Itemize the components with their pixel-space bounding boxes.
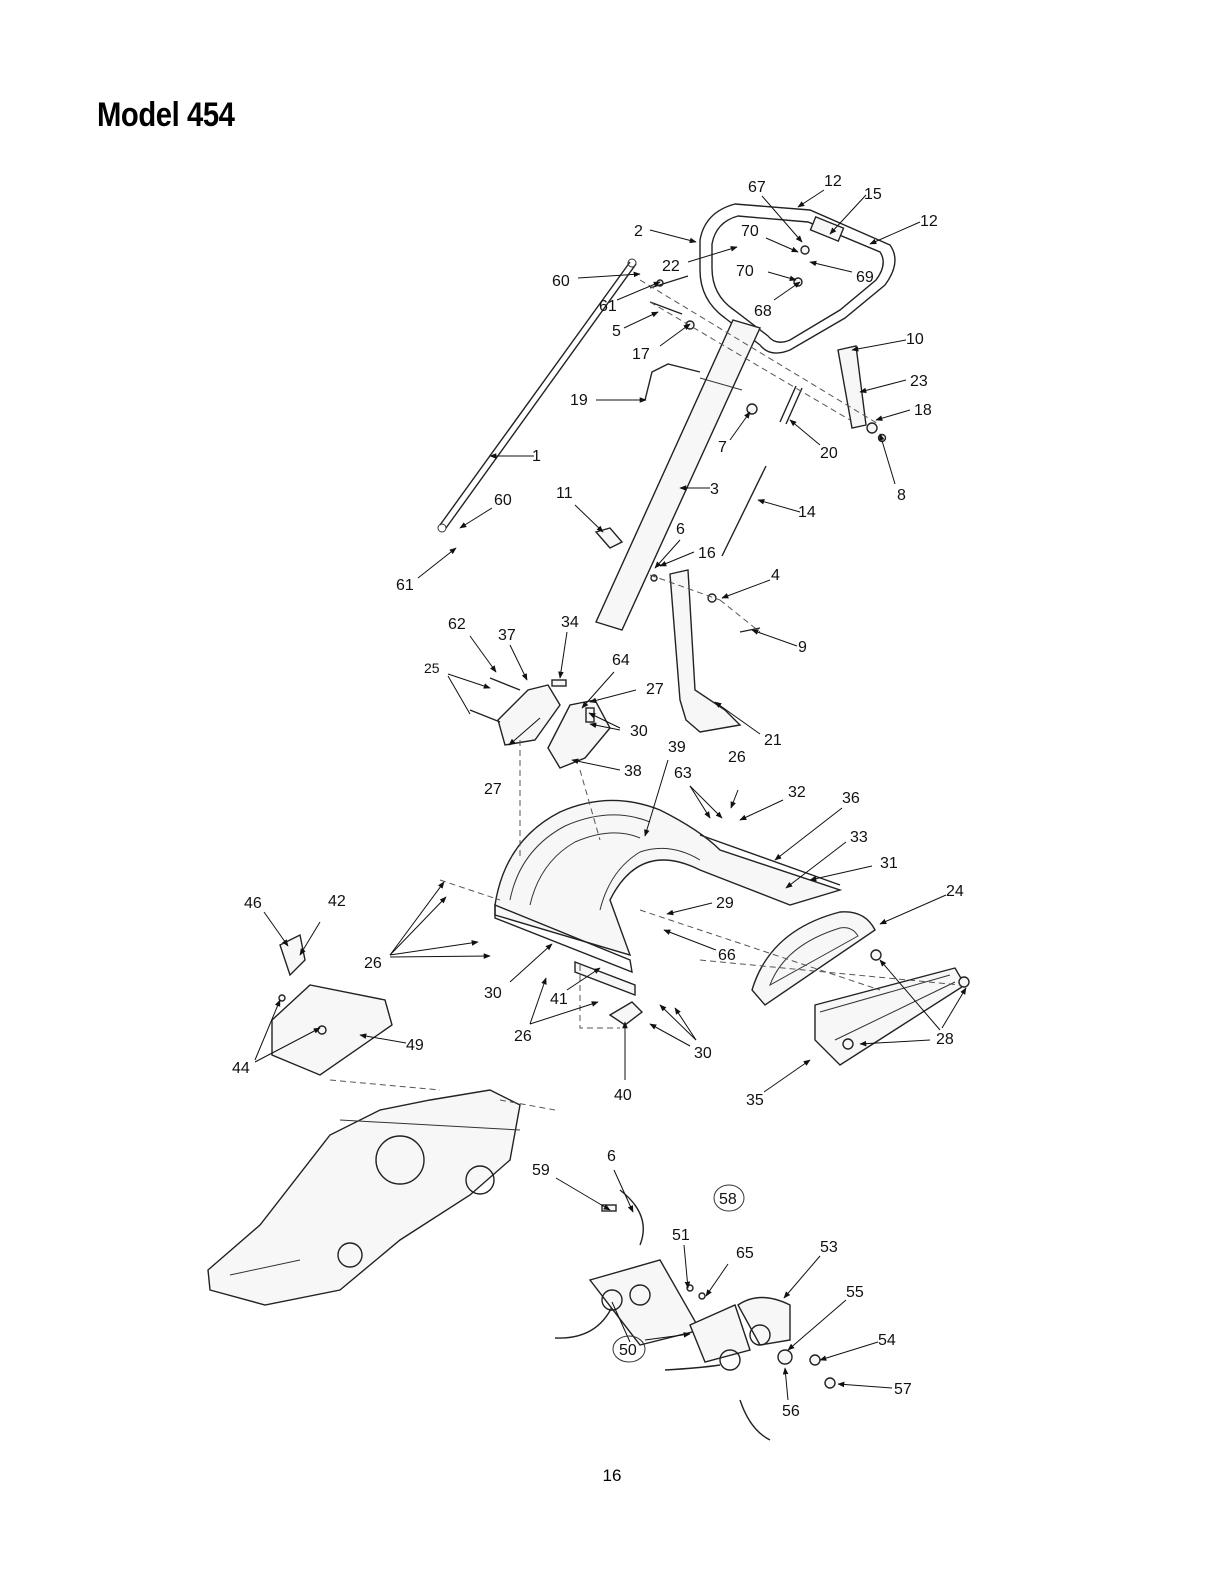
callout-6-lower: 6 (607, 1148, 616, 1165)
callout-40: 40 (614, 1087, 632, 1104)
callout-15: 15 (864, 186, 882, 203)
callout-58-circle (713, 1184, 745, 1212)
callout-34: 34 (561, 614, 579, 631)
callout-25: 25 (424, 660, 440, 676)
callout-19: 19 (570, 392, 588, 409)
callout-3: 3 (710, 481, 719, 498)
callout-60-upper: 60 (552, 273, 570, 290)
leader-lines (254, 189, 967, 1401)
callout-29: 29 (716, 895, 734, 912)
depth-bar-drawing (669, 569, 742, 733)
callout-20: 20 (820, 445, 838, 462)
callout-62: 62 (448, 616, 466, 633)
callout-56: 56 (782, 1403, 800, 1420)
callout-50: 50 (619, 1342, 637, 1359)
callout-11: 11 (556, 485, 573, 502)
callout-70-lower: 70 (736, 263, 754, 280)
callout-18: 18 (914, 402, 932, 419)
callout-49: 49 (406, 1037, 424, 1054)
callout-31: 31 (880, 855, 898, 872)
alignment-lines (329, 279, 961, 1111)
callout-5: 5 (612, 323, 621, 340)
callout-17: 17 (632, 346, 650, 363)
callout-58: 58 (719, 1191, 737, 1208)
callout-26-bottom: 26 (514, 1028, 532, 1045)
tine-assembly-drawing (554, 1189, 836, 1441)
callout-59: 59 (532, 1162, 550, 1179)
callout-22: 22 (662, 258, 680, 275)
callout-26-top: 26 (728, 749, 746, 766)
callout-68: 68 (754, 303, 772, 320)
callout-53: 53 (820, 1239, 838, 1256)
callout-69: 69 (856, 269, 874, 286)
callout-numbers: 1 2 3 4 5 6 6 7 8 9 10 11 12 12 14 15 16… (232, 173, 964, 1420)
callout-23: 23 (910, 373, 928, 390)
callout-35: 35 (746, 1092, 764, 1109)
callout-28: 28 (936, 1031, 954, 1048)
callout-51: 51 (672, 1227, 690, 1244)
callout-61-upper: 61 (599, 298, 617, 315)
transmission-housing-drawing (207, 1089, 521, 1306)
callout-30-right: 30 (694, 1045, 712, 1062)
callout-21: 21 (764, 732, 782, 749)
callout-50-circle (612, 1335, 646, 1363)
callout-26-left: 26 (364, 955, 382, 972)
callout-61-lower: 61 (396, 577, 414, 594)
handle-bar-drawing (699, 203, 896, 354)
callout-27-left: 27 (484, 781, 502, 798)
callout-55: 55 (846, 1284, 864, 1301)
callout-65: 65 (736, 1245, 754, 1262)
page-number: 16 (602, 1466, 622, 1485)
callout-38: 38 (624, 763, 642, 780)
callout-41: 41 (550, 991, 568, 1008)
page-title: Model 454 (97, 96, 235, 134)
callout-60-lower: 60 (494, 492, 512, 509)
callout-2: 2 (634, 223, 643, 240)
callout-36: 36 (842, 790, 860, 807)
callout-6-upper: 6 (676, 521, 685, 538)
callout-4: 4 (771, 567, 780, 584)
callout-33: 33 (850, 829, 868, 846)
callout-24: 24 (946, 883, 964, 900)
callout-30-upper: 30 (630, 723, 648, 740)
callout-10: 10 (906, 331, 924, 348)
callout-67: 67 (748, 179, 766, 196)
callout-57: 57 (894, 1381, 912, 1398)
callout-46: 46 (244, 895, 262, 912)
callout-44: 44 (232, 1060, 250, 1077)
callout-32: 32 (788, 784, 806, 801)
callout-12-left: 12 (824, 173, 842, 190)
callout-7: 7 (718, 439, 727, 456)
hinge-brackets-drawing (469, 677, 611, 769)
callout-8: 8 (897, 487, 906, 504)
side-shields-drawing (751, 911, 970, 1066)
callout-27-right: 27 (646, 681, 664, 698)
callout-37: 37 (498, 627, 516, 644)
callout-63: 63 (674, 765, 692, 782)
callout-16: 16 (698, 545, 716, 562)
callout-9: 9 (798, 639, 807, 656)
callout-54: 54 (878, 1332, 896, 1349)
callout-64: 64 (612, 652, 630, 669)
callout-30-left: 30 (484, 985, 502, 1002)
callout-14: 14 (798, 504, 816, 521)
callout-70-upper: 70 (741, 223, 759, 240)
callout-66: 66 (718, 947, 736, 964)
callout-1: 1 (532, 448, 541, 465)
callout-12-right: 12 (920, 213, 938, 230)
callout-39: 39 (668, 739, 686, 756)
callout-42: 42 (328, 893, 346, 910)
